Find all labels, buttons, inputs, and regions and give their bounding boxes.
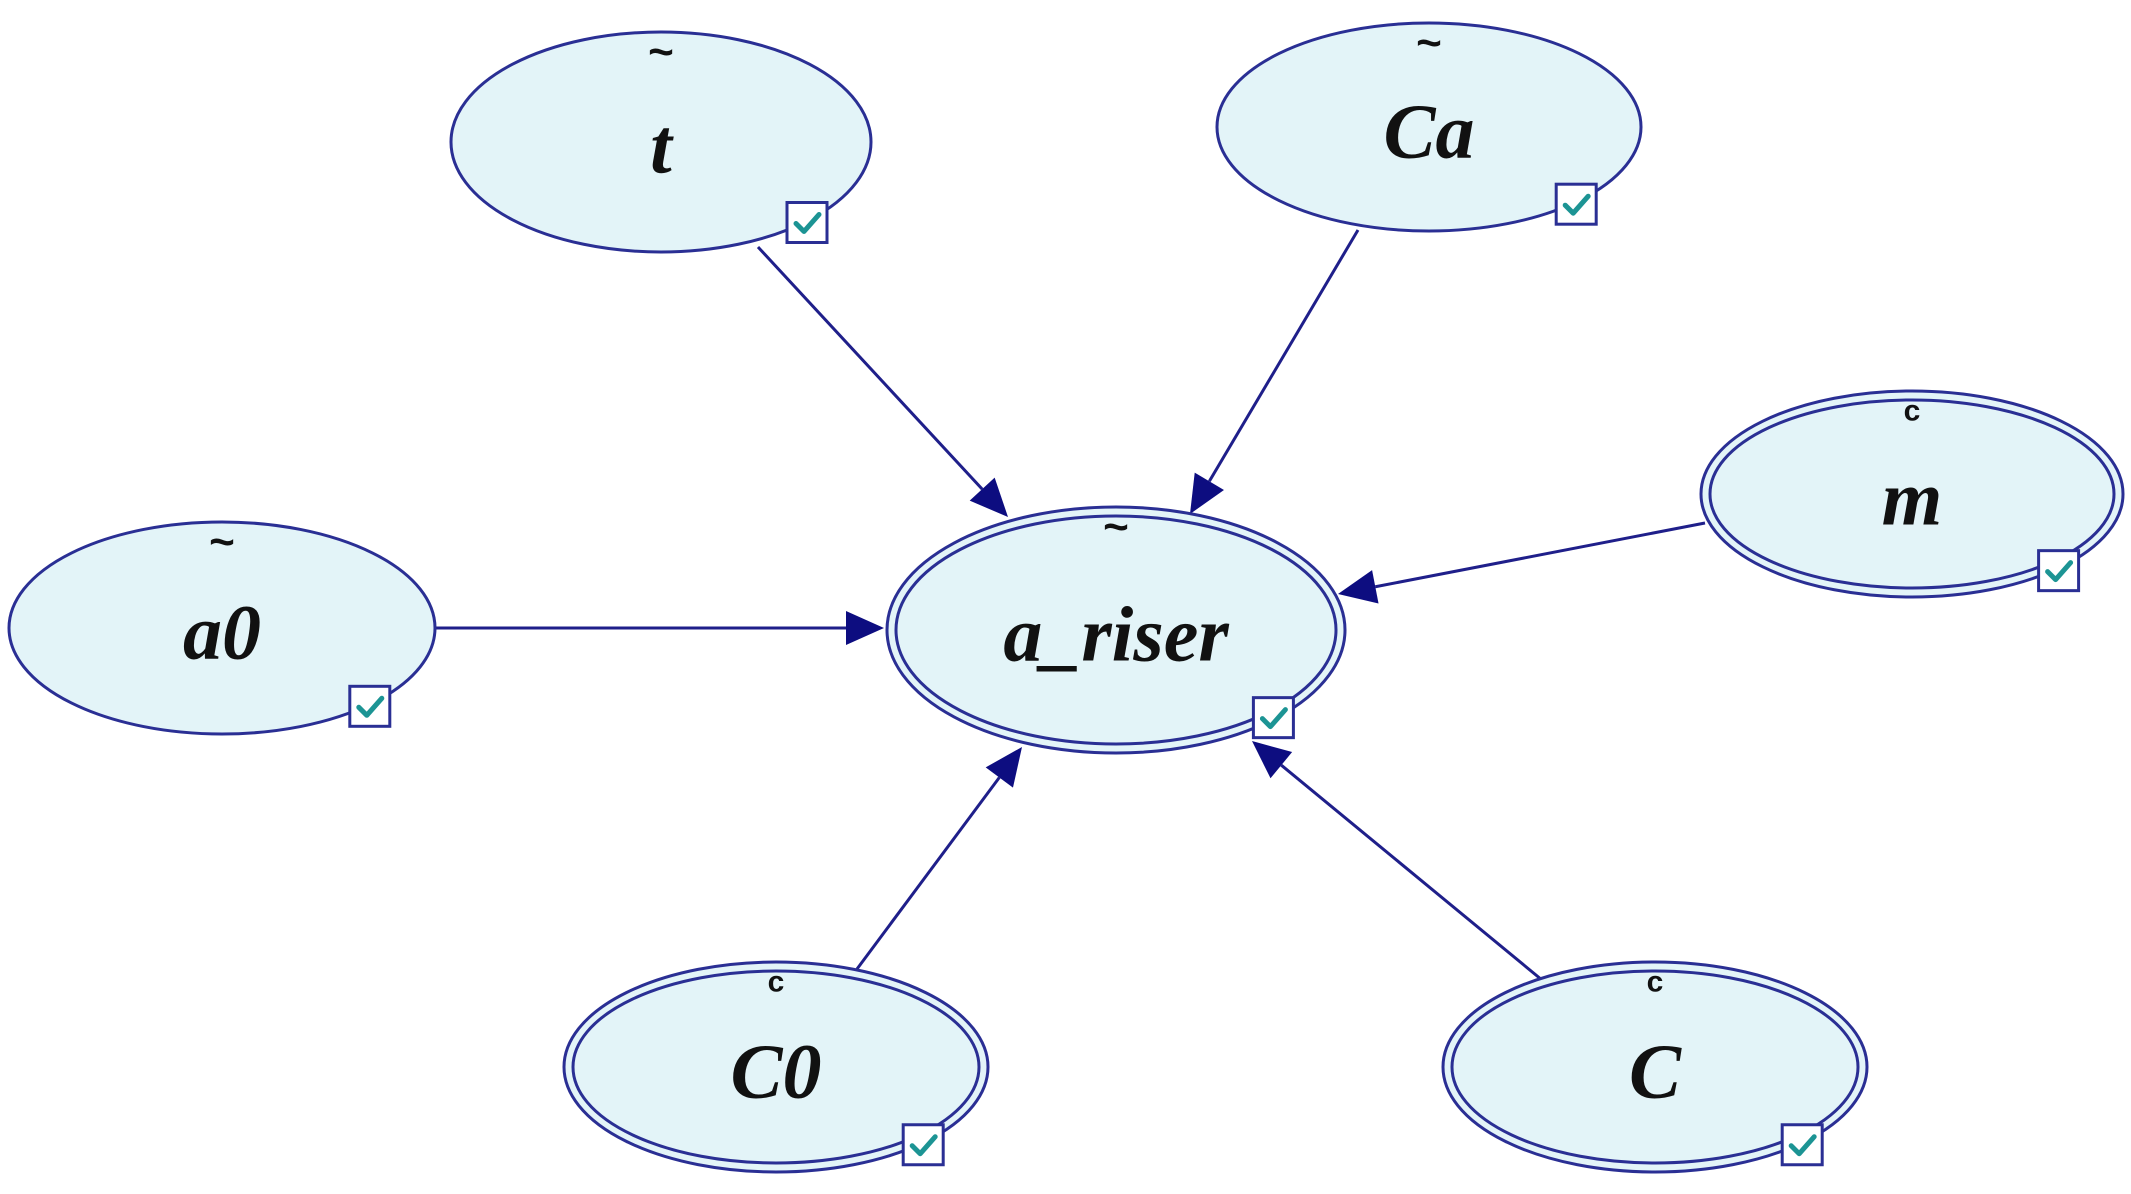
edge-Ca-to-a_riser (1190, 229, 1360, 514)
node-C0[interactable]: cC0 (562, 960, 990, 1174)
edge-t-to-a_riser (756, 245, 1008, 517)
tilde-marker-icon: ~ (1416, 19, 1442, 68)
node-inner-ellipse (571, 969, 981, 1165)
edge-line (756, 245, 984, 491)
checkbox-checked-icon[interactable] (2037, 549, 2081, 593)
node-label: C (1629, 1028, 1682, 1115)
node-inner-ellipse (894, 514, 1338, 746)
edge-C-to-a_riser (1252, 741, 1543, 982)
node-inner-ellipse (1708, 398, 2116, 590)
node-t[interactable]: ~t (449, 28, 873, 254)
arrowhead (985, 747, 1022, 788)
node-ellipse (7, 520, 437, 736)
checkbox-checked-icon[interactable] (348, 684, 392, 728)
checkbox-checked-icon[interactable] (1251, 696, 1295, 740)
arrowhead (1252, 741, 1293, 779)
arrowhead (1190, 472, 1224, 514)
edge-line (1280, 764, 1543, 982)
edge-m-to-a_riser (1338, 521, 1706, 604)
tilde-marker-icon: ~ (648, 28, 674, 77)
checkbox-checked-icon[interactable] (901, 1123, 945, 1167)
edge-C0-to-a_riser (855, 747, 1022, 970)
node-Ca[interactable]: ~ Ca (1215, 19, 1643, 233)
tilde-marker-icon: ~ (209, 518, 235, 567)
node-label: a0 (183, 589, 261, 676)
node-ellipse (449, 30, 873, 254)
checkbox-checked-icon[interactable] (1554, 182, 1598, 226)
node-m[interactable]: cm (1699, 389, 2125, 599)
arrowhead (846, 611, 884, 645)
edge-line (1208, 229, 1360, 483)
c-marker-icon: c (1904, 395, 1921, 428)
c-marker-icon: c (1647, 966, 1664, 999)
arrowhead (1338, 570, 1379, 604)
checkbox-checked-icon[interactable] (785, 201, 829, 244)
node-label: m (1882, 455, 1943, 542)
node-ellipse (1441, 960, 1869, 1174)
arrowhead (969, 477, 1008, 517)
checkbox-checked-icon[interactable] (1780, 1123, 1824, 1167)
node-inner-ellipse (1450, 969, 1860, 1165)
node-ellipse (562, 960, 990, 1174)
edge-line (855, 776, 1001, 970)
node-ellipse (885, 505, 1347, 755)
c-marker-icon: c (768, 966, 785, 999)
node-label: a_riser (1003, 591, 1229, 678)
edge-line (1375, 521, 1706, 589)
node-ellipse (1215, 21, 1643, 233)
tilde-marker-icon: ~ (1103, 503, 1129, 552)
node-ellipse (1699, 389, 2125, 599)
edges-layer (435, 229, 1706, 982)
node-label: t (650, 103, 674, 190)
node-C[interactable]: cC (1441, 960, 1869, 1174)
node-a0[interactable]: ~ a0 (7, 518, 437, 736)
node-label: Ca (1383, 88, 1474, 175)
node-label: C0 (730, 1028, 821, 1115)
node-a_riser[interactable]: ~ a_riser (885, 503, 1347, 755)
edge-a0-to-a_riser (435, 611, 884, 645)
